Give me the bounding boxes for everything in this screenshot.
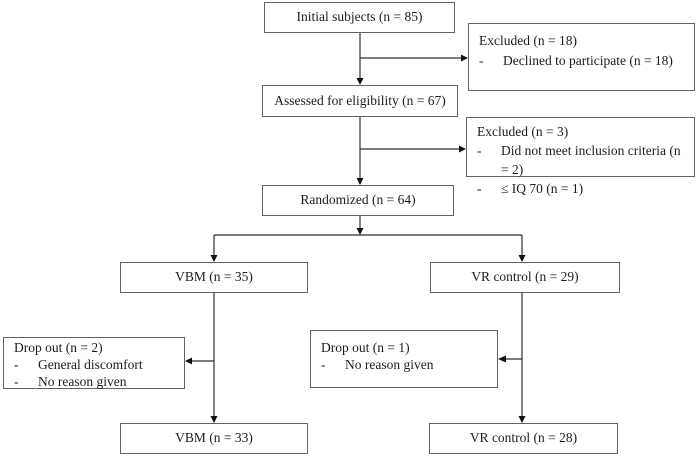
list-item-text: Did not meet inclusion criteria (n = 2)	[501, 143, 681, 177]
arrowhead-down-assessed	[356, 78, 364, 85]
arrowhead-right-excluded18	[461, 54, 468, 62]
list-item-text: General discomfort	[38, 357, 143, 372]
list-item: - No reason given	[14, 373, 178, 390]
node-excluded-3: Excluded (n = 3) - Did not meet inclusio…	[466, 117, 695, 196]
node-dropout-vr: Drop out (n = 1) - No reason given	[310, 330, 498, 388]
list-item-text: Declined to participate (n = 18)	[503, 53, 673, 68]
arrowhead-down-vbm	[210, 255, 218, 262]
arrowhead-down-randomized	[356, 178, 364, 185]
node-randomized: Randomized (n = 64)	[262, 185, 454, 216]
list-item-text: ≤ IQ 70 (n = 1)	[501, 181, 584, 196]
bullet-dash: -	[479, 53, 484, 68]
node-excluded-18: Excluded (n = 18) - Declined to particip…	[468, 23, 695, 91]
node-label: Assessed for eligibility (n = 67)	[274, 92, 446, 108]
node-label: Randomized (n = 64)	[300, 192, 416, 208]
arrowhead-right-excluded3	[459, 145, 466, 153]
bullet-dash: -	[477, 143, 482, 158]
arrowhead-down-vr-final	[518, 416, 526, 423]
node-label: VR control (n = 28)	[469, 430, 578, 446]
list-item: - General discomfort	[14, 356, 178, 373]
list-item: - Declined to participate (n = 18)	[479, 51, 688, 71]
bullet-dash: -	[14, 357, 19, 372]
arrowhead-down-vr	[518, 255, 526, 262]
list-item: - Did not meet inclusion criteria (n = 2…	[477, 141, 688, 179]
node-vbm-final: VBM (n = 33)	[120, 423, 308, 454]
bullet-dash: -	[477, 181, 482, 196]
list-item-text: No reason given	[38, 374, 127, 389]
node-label: VR control (n = 29)	[471, 269, 579, 285]
arrowhead-left-dropout-vr	[498, 355, 506, 363]
node-title: Excluded (n = 3)	[477, 124, 569, 139]
node-vbm-arm: VBM (n = 35)	[120, 262, 308, 293]
node-title: Drop out (n = 2)	[14, 340, 103, 355]
arrowhead-left-dropout-vbm	[185, 357, 192, 365]
node-label: Initial subjects (n = 85)	[296, 9, 423, 25]
node-vr-control-final: VR control (n = 28)	[429, 423, 618, 454]
node-dropout-vbm: Drop out (n = 2) - General discomfort - …	[3, 337, 185, 389]
list-item-text: No reason given	[345, 357, 434, 372]
list-item: - No reason given	[321, 356, 491, 373]
node-vr-control-arm: VR control (n = 29)	[430, 262, 620, 293]
node-title: Drop out (n = 1)	[321, 340, 410, 355]
node-label: VBM (n = 35)	[175, 269, 253, 285]
node-initial-subjects: Initial subjects (n = 85)	[264, 2, 455, 33]
node-title: Excluded (n = 18)	[479, 33, 577, 48]
node-assessed-eligibility: Assessed for eligibility (n = 67)	[262, 85, 458, 117]
list-item: - ≤ IQ 70 (n = 1)	[477, 179, 688, 198]
bullet-dash: -	[14, 374, 19, 389]
arrowhead-down-vbm-final	[210, 416, 218, 423]
node-label: VBM (n = 33)	[175, 430, 253, 446]
arrowhead-down-split	[356, 228, 364, 235]
bullet-dash: -	[321, 357, 326, 372]
